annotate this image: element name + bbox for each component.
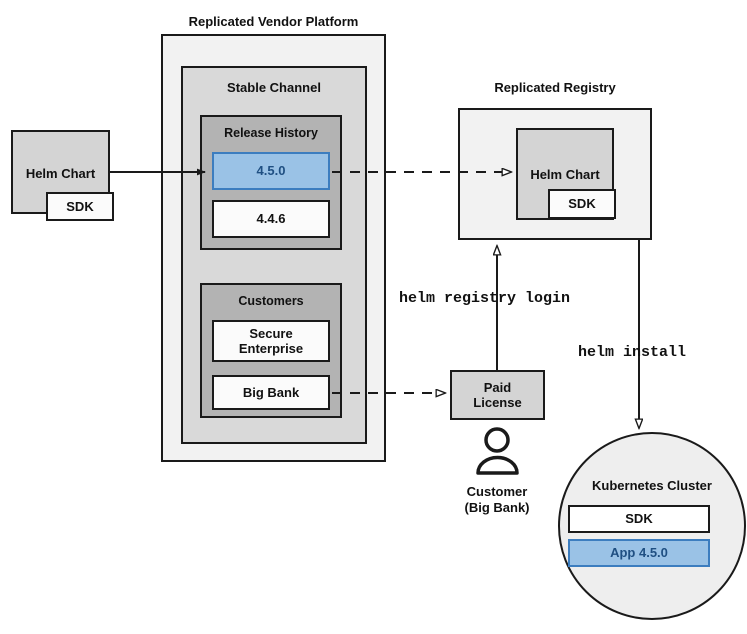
sdk-registry[interactable]: SDK [548,189,616,219]
kubernetes-cluster-circle [558,432,746,620]
paid-license[interactable]: Paid License [450,370,545,420]
cluster-sdk[interactable]: SDK [568,505,710,533]
kubernetes-cluster-label: Kubernetes Cluster [592,478,712,493]
customer-big-bank[interactable]: Big Bank [212,375,330,410]
customer-caption: Customer (Big Bank) [464,484,530,516]
helm-registry-login-command: helm registry login [399,290,571,307]
customer-person-icon [476,427,519,475]
release-history-label: Release History [224,126,318,140]
customers-label: Customers [238,294,304,308]
helm-install-command: helm install [578,344,687,361]
stable-channel-label: Stable Channel [227,80,321,95]
sdk-source[interactable]: SDK [46,192,114,221]
customer-secure-enterprise[interactable]: Secure Enterprise [212,320,330,362]
replicated-registry-title: Replicated Registry [494,80,616,95]
vendor-platform-title: Replicated Vendor Platform [188,14,359,29]
cluster-app-4-5-0[interactable]: App 4.5.0 [568,539,710,567]
release-version-4-4-6[interactable]: 4.4.6 [212,200,330,238]
release-version-4-5-0[interactable]: 4.5.0 [212,152,330,190]
